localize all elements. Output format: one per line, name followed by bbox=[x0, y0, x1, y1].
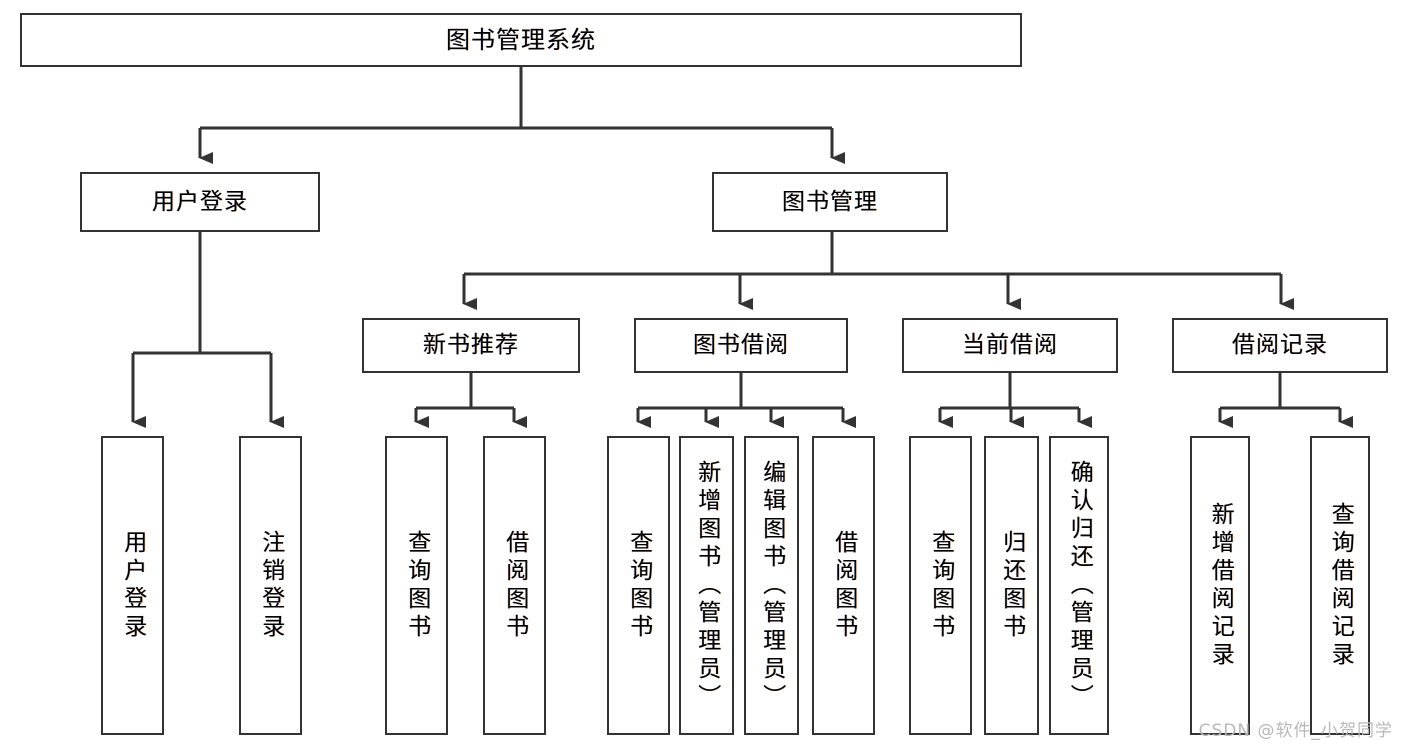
leaf-node[interactable]: 查询图书 bbox=[385, 436, 448, 735]
node-root-system[interactable]: 图书管理系统 bbox=[20, 13, 1022, 67]
node-book-borrow[interactable]: 图书借阅 bbox=[634, 318, 848, 373]
leaf-node-label: 查询图书 bbox=[927, 529, 954, 642]
node-current-borrow[interactable]: 当前借阅 bbox=[902, 318, 1118, 373]
leaf-node[interactable]: 归还图书 bbox=[984, 436, 1039, 735]
leaf-node[interactable]: 查询图书 bbox=[909, 436, 972, 735]
leaf-node[interactable]: 借阅图书 bbox=[483, 436, 546, 735]
leaf-node-label: 查询借阅记录 bbox=[1327, 501, 1354, 670]
leaf-node-label: 归还图书 bbox=[998, 529, 1025, 642]
leaf-node-label: 借阅图书 bbox=[830, 529, 857, 642]
node-book-management[interactable]: 图书管理 bbox=[712, 172, 948, 232]
leaf-node-label: 编辑图书（管理员） bbox=[758, 459, 785, 712]
leaf-node-label: 借阅图书 bbox=[501, 529, 528, 642]
node-new-book-recommend[interactable]: 新书推荐 bbox=[362, 318, 580, 373]
leaf-node-label: 注销登录 bbox=[257, 529, 284, 642]
leaf-node[interactable]: 新增图书（管理员） bbox=[679, 436, 734, 735]
leaf-node[interactable]: 查询图书 bbox=[607, 436, 670, 735]
leaf-node-label: 查询图书 bbox=[403, 529, 430, 642]
leaf-node-label: 用户登录 bbox=[119, 529, 146, 642]
leaf-node[interactable]: 注销登录 bbox=[239, 436, 302, 735]
leaf-node-label: 查询图书 bbox=[625, 529, 652, 642]
leaf-node-label: 新增借阅记录 bbox=[1207, 501, 1234, 670]
leaf-node[interactable]: 用户登录 bbox=[101, 436, 164, 735]
leaf-node[interactable]: 借阅图书 bbox=[812, 436, 875, 735]
leaf-node-label: 确认归还（管理员） bbox=[1066, 459, 1093, 712]
leaf-node[interactable]: 编辑图书（管理员） bbox=[744, 436, 799, 735]
leaf-node[interactable]: 查询借阅记录 bbox=[1310, 436, 1370, 735]
leaf-node-label: 新增图书（管理员） bbox=[693, 459, 720, 712]
node-user-login[interactable]: 用户登录 bbox=[80, 172, 320, 232]
leaf-node[interactable]: 新增借阅记录 bbox=[1190, 436, 1250, 735]
leaf-node[interactable]: 确认归还（管理员） bbox=[1049, 436, 1109, 735]
node-borrow-record[interactable]: 借阅记录 bbox=[1172, 318, 1388, 373]
